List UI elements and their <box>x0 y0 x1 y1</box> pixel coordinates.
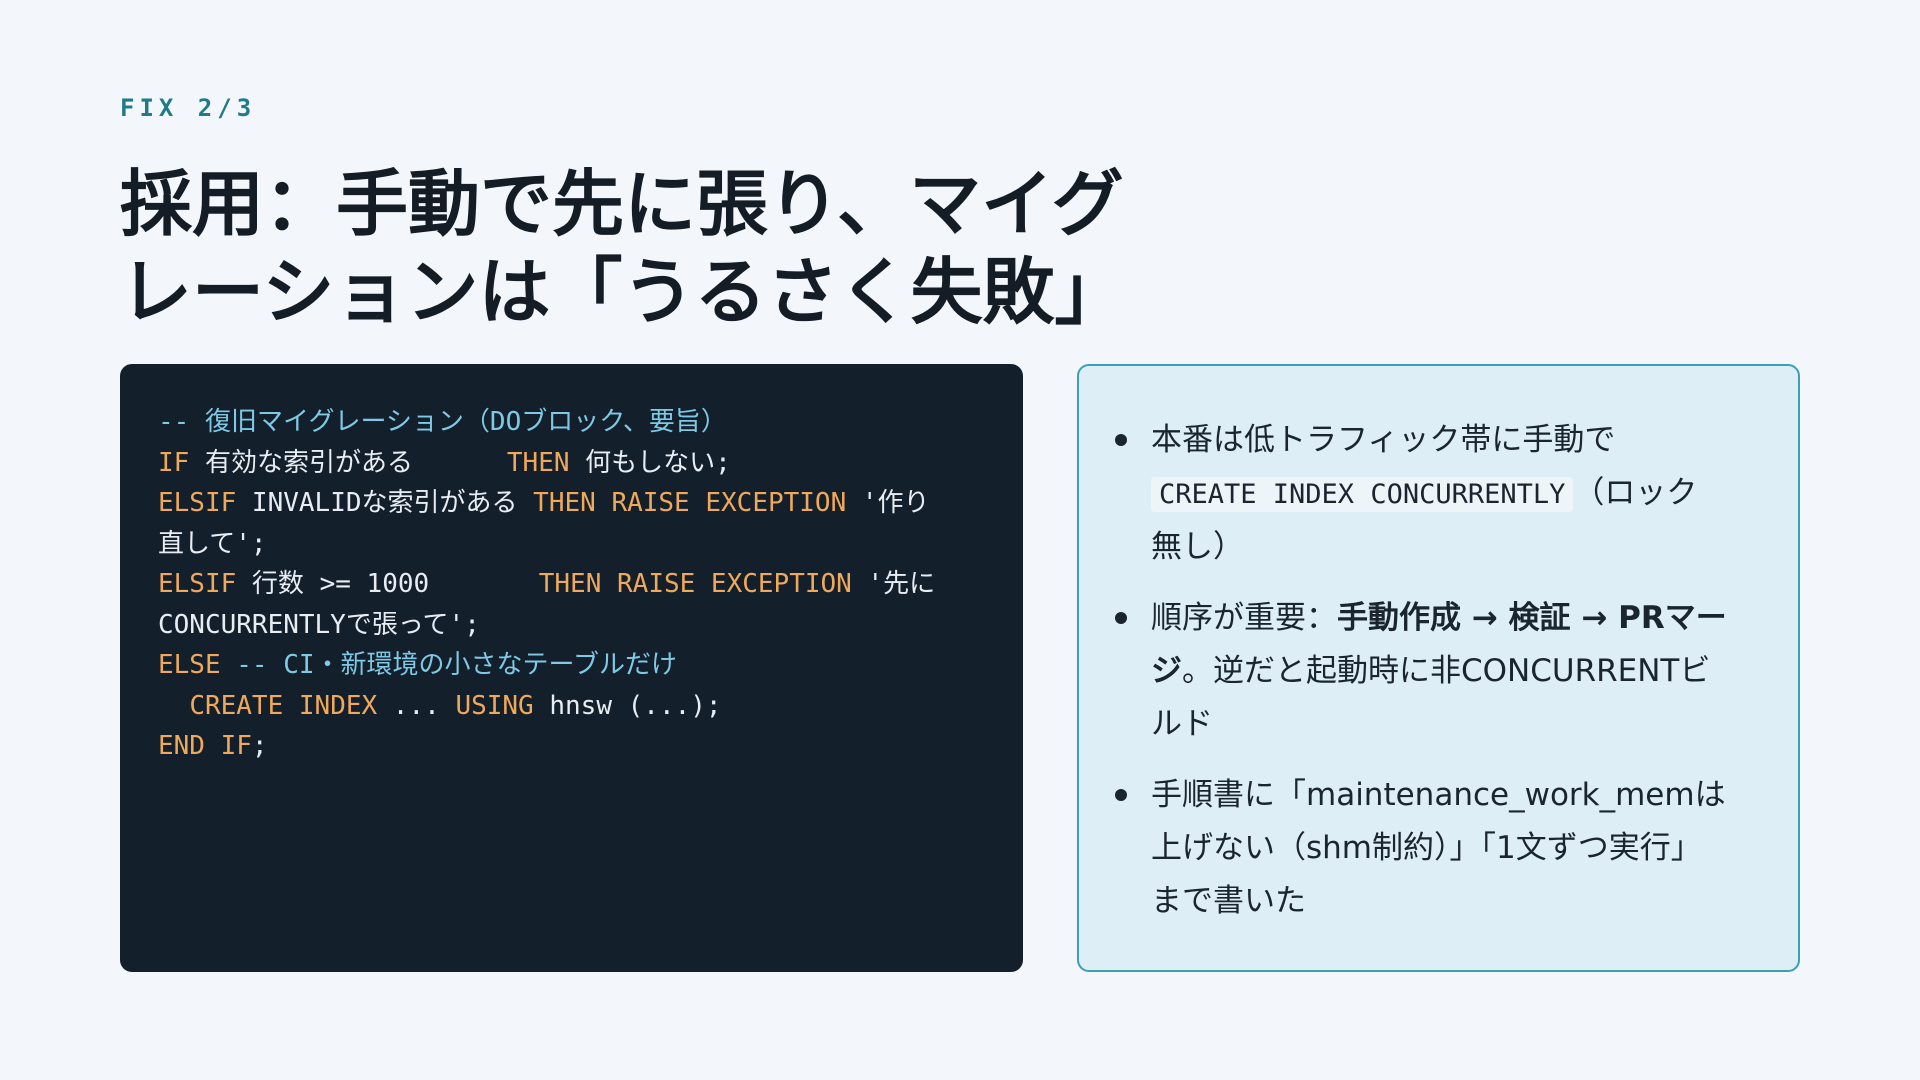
slide-title-line-1: 採用：手動で先に張り、マイグ <box>120 162 1124 246</box>
note-line: ジ。逆だと起動時に非CONCURRENTビ <box>1151 645 1758 698</box>
code-keyword: CREATE INDEX <box>189 690 378 721</box>
code-line-4: 直して'; <box>158 524 985 565</box>
note-emphasis: 手動作成 → 検証 → PRマー <box>1337 600 1727 636</box>
code-text: '先に <box>851 569 936 599</box>
code-text: ... <box>377 690 456 721</box>
code-line-6: CONCURRENTLYで張って'; <box>158 605 985 646</box>
inline-code: CREATE INDEX CONCURRENTLY <box>1151 477 1574 512</box>
code-text: 直して'; <box>158 528 267 559</box>
note-text: （ロック <box>1573 475 1698 511</box>
slide-title-line-2: レーションは「うるさく失敗」 <box>120 250 1127 334</box>
code-keyword: END IF <box>158 731 252 761</box>
bullet-dot-icon <box>1115 789 1127 801</box>
code-line-5: ELSIF 行数 >= 1000 THEN RAISE EXCEPTION '先… <box>158 564 985 605</box>
notes-panel: 本番は低トラフィック帯に手動で CREATE INDEX CONCURRENTL… <box>1077 364 1800 972</box>
note-item-1: 本番は低トラフィック帯に手動で CREATE INDEX CONCURRENTL… <box>1115 414 1758 574</box>
note-line: 手順書に「maintenance_work_memは <box>1151 777 1726 813</box>
code-text: 行数 >= 1000 <box>236 569 539 599</box>
code-indent <box>158 691 189 721</box>
note-line: 無し） <box>1151 529 1244 565</box>
code-keyword: THEN <box>506 447 570 478</box>
code-keyword: USING <box>455 690 534 721</box>
code-keyword: ELSE <box>158 650 221 680</box>
code-text: 有効な索引がある <box>189 447 507 478</box>
code-line-9: END IF; <box>158 726 985 767</box>
note-line: 上げない（shm制約）」「1文ずつ実行」 <box>1151 830 1702 866</box>
code-keyword: THEN RAISE EXCEPTION <box>533 488 847 518</box>
code-line-1: -- 復旧マイグレーション（DOブロック、要旨） <box>158 402 985 443</box>
code-text: CONCURRENTLYで張って'; <box>158 609 480 640</box>
note-item-2: 順序が重要：手動作成 → 検証 → PRマー ジ。逆だと起動時に非CONCURR… <box>1115 592 1758 751</box>
bullet-dot-icon <box>1115 612 1127 624</box>
note-line: 本番は低トラフィック帯に手動で <box>1151 422 1616 458</box>
code-keyword: THEN RAISE EXCEPTION <box>538 569 852 599</box>
code-block: -- 復旧マイグレーション（DOブロック、要旨） IF 有効な索引がある THE… <box>120 364 1023 972</box>
note-text: 。逆だと起動時に非CONCURRENTビ <box>1182 653 1711 689</box>
note-text: 順序が重要： <box>1151 600 1337 636</box>
note-item-3: 手順書に「maintenance_work_memは 上げない（shm制約）」「… <box>1115 769 1758 928</box>
note-line: まで書いた <box>1151 883 1306 919</box>
code-text: hnsw (...); <box>533 690 722 721</box>
note-line: ルド <box>1151 706 1213 742</box>
code-comment: -- 復旧マイグレーション（DOブロック、要旨） <box>158 407 727 437</box>
slide-title: 採用：手動で先に張り、マイグ レーションは「うるさく失敗」 <box>120 160 1127 336</box>
code-text: INVALIDな索引がある <box>236 488 534 518</box>
code-line-3: ELSIF INVALIDな索引がある THEN RAISE EXCEPTION… <box>158 483 985 524</box>
code-keyword: ELSIF <box>158 569 237 599</box>
code-keyword: ELSIF <box>158 488 237 518</box>
code-keyword: IF <box>158 447 190 478</box>
code-comment: -- CI・新環境の小さなテーブルだけ <box>220 650 677 680</box>
slide-eyebrow: FIX 2/3 <box>120 94 257 122</box>
code-text: '作り <box>846 488 930 518</box>
code-line-8: CREATE INDEX ... USING hnsw (...); <box>158 686 985 727</box>
code-line-2: IF 有効な索引がある THEN 何もしない; <box>158 443 985 484</box>
note-emphasis: ジ <box>1151 653 1182 689</box>
note-line: 順序が重要：手動作成 → 検証 → PRマー <box>1151 592 1758 645</box>
code-text: 何もしない; <box>569 447 731 478</box>
bullet-dot-icon <box>1115 434 1127 446</box>
code-line-7: ELSE -- CI・新環境の小さなテーブルだけ <box>158 645 985 686</box>
code-text: ; <box>251 731 268 761</box>
note-line: CREATE INDEX CONCURRENTLY（ロック <box>1151 467 1758 521</box>
